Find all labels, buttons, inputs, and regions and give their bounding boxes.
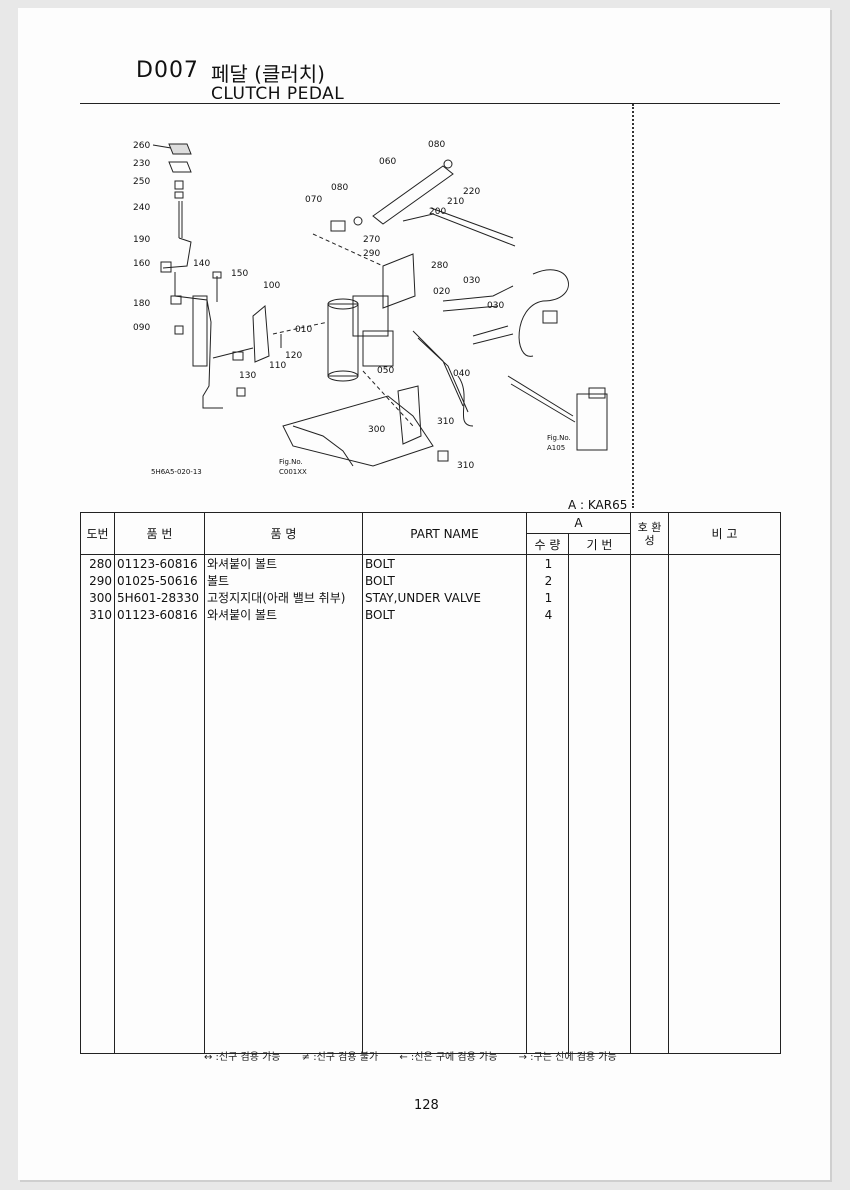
table-row: 310 01123-60816 와셔붙이 볼트 BOLT 4 <box>80 606 781 623</box>
svg-text:Fig.No.: Fig.No. <box>279 458 303 466</box>
svg-text:310: 310 <box>457 461 474 471</box>
col-base: 기 번 <box>568 533 631 555</box>
svg-text:250: 250 <box>133 177 150 187</box>
svg-text:010: 010 <box>295 325 312 335</box>
table-row: 280 01123-60816 와셔붙이 볼트 BOLT 1 <box>80 554 781 572</box>
col-remarks: 비 고 <box>668 512 781 555</box>
svg-text:260: 260 <box>133 141 150 151</box>
svg-text:200: 200 <box>429 207 446 217</box>
svg-text:220: 220 <box>463 187 480 197</box>
svg-text:030: 030 <box>487 301 504 311</box>
svg-text:060: 060 <box>379 157 396 167</box>
svg-text:110: 110 <box>269 361 286 371</box>
diagram-divider <box>632 104 634 508</box>
col-ref: 도번 <box>80 512 115 555</box>
col-qty: 수 량 <box>526 533 569 555</box>
svg-text:C001XX: C001XX <box>279 468 307 476</box>
col-part-name: PART NAME <box>362 512 527 555</box>
svg-text:240: 240 <box>133 203 150 213</box>
svg-text:130: 130 <box>239 371 256 381</box>
diagram-ref-code: 5H6A5-020-13 <box>151 468 202 476</box>
svg-text:080: 080 <box>331 183 348 193</box>
header-rule <box>80 103 780 104</box>
svg-text:A105: A105 <box>547 444 565 452</box>
model-label: A : KAR65 <box>568 498 628 512</box>
table-row: 290 01025-50616 볼트 BOLT 2 <box>80 572 781 589</box>
col-name-ko: 품 명 <box>204 512 363 555</box>
svg-text:150: 150 <box>231 269 248 279</box>
svg-text:070: 070 <box>305 195 322 205</box>
svg-text:020: 020 <box>433 287 450 297</box>
title-english: CLUTCH PEDAL <box>211 84 345 104</box>
parts-table: 도번 품 번 품 명 PART NAME A 호 환 성 비 고 수 량 기 번… <box>80 512 781 1054</box>
svg-text:190: 190 <box>133 235 150 245</box>
svg-text:080: 080 <box>428 140 445 150</box>
col-interchange: 호 환 성 <box>630 512 669 555</box>
col-a: A <box>526 512 631 534</box>
svg-text:040: 040 <box>453 369 470 379</box>
svg-text:180: 180 <box>133 299 150 309</box>
page-number: 128 <box>414 1098 439 1113</box>
svg-text:270: 270 <box>363 235 380 245</box>
legend-item: → :구는 신에 겸용 가능 <box>518 1052 617 1063</box>
svg-text:120: 120 <box>285 351 302 361</box>
svg-text:090: 090 <box>133 323 150 333</box>
svg-text:100: 100 <box>263 281 280 291</box>
svg-text:210: 210 <box>447 197 464 207</box>
legend-item: ← :신은 구에 겸용 가능 <box>399 1052 498 1063</box>
svg-text:050: 050 <box>377 366 394 376</box>
svg-text:300: 300 <box>368 425 385 435</box>
exploded-diagram: 260 230 250 240 190 160 140 150 180 090 … <box>133 140 608 476</box>
svg-text:140: 140 <box>193 259 210 269</box>
svg-text:Fig.No.: Fig.No. <box>547 434 571 442</box>
compatibility-legend: ↔ :신구 겸용 가능 ≠ :신구 겸용 불가 ← :신은 구에 겸용 가능 →… <box>204 1048 635 1063</box>
svg-text:030: 030 <box>463 276 480 286</box>
col-part-no: 품 번 <box>114 512 205 555</box>
title-korean: 페달 (클러치) <box>211 62 325 86</box>
svg-text:290: 290 <box>363 249 380 259</box>
table-row: 300 5H601-28330 고정지지대(아래 밸브 취부) STAY,UND… <box>80 589 781 606</box>
legend-item: ↔ :신구 겸용 가능 <box>204 1052 281 1063</box>
svg-text:280: 280 <box>431 261 448 271</box>
table-filler <box>80 623 781 1054</box>
legend-item: ≠ :신구 겸용 불가 <box>301 1052 379 1063</box>
section-code: D007 <box>136 58 199 83</box>
svg-text:310: 310 <box>437 417 454 427</box>
catalog-page: D007 페달 (클러치) CLUTCH PEDAL <box>18 8 830 1180</box>
svg-text:160: 160 <box>133 259 150 269</box>
svg-text:230: 230 <box>133 159 150 169</box>
